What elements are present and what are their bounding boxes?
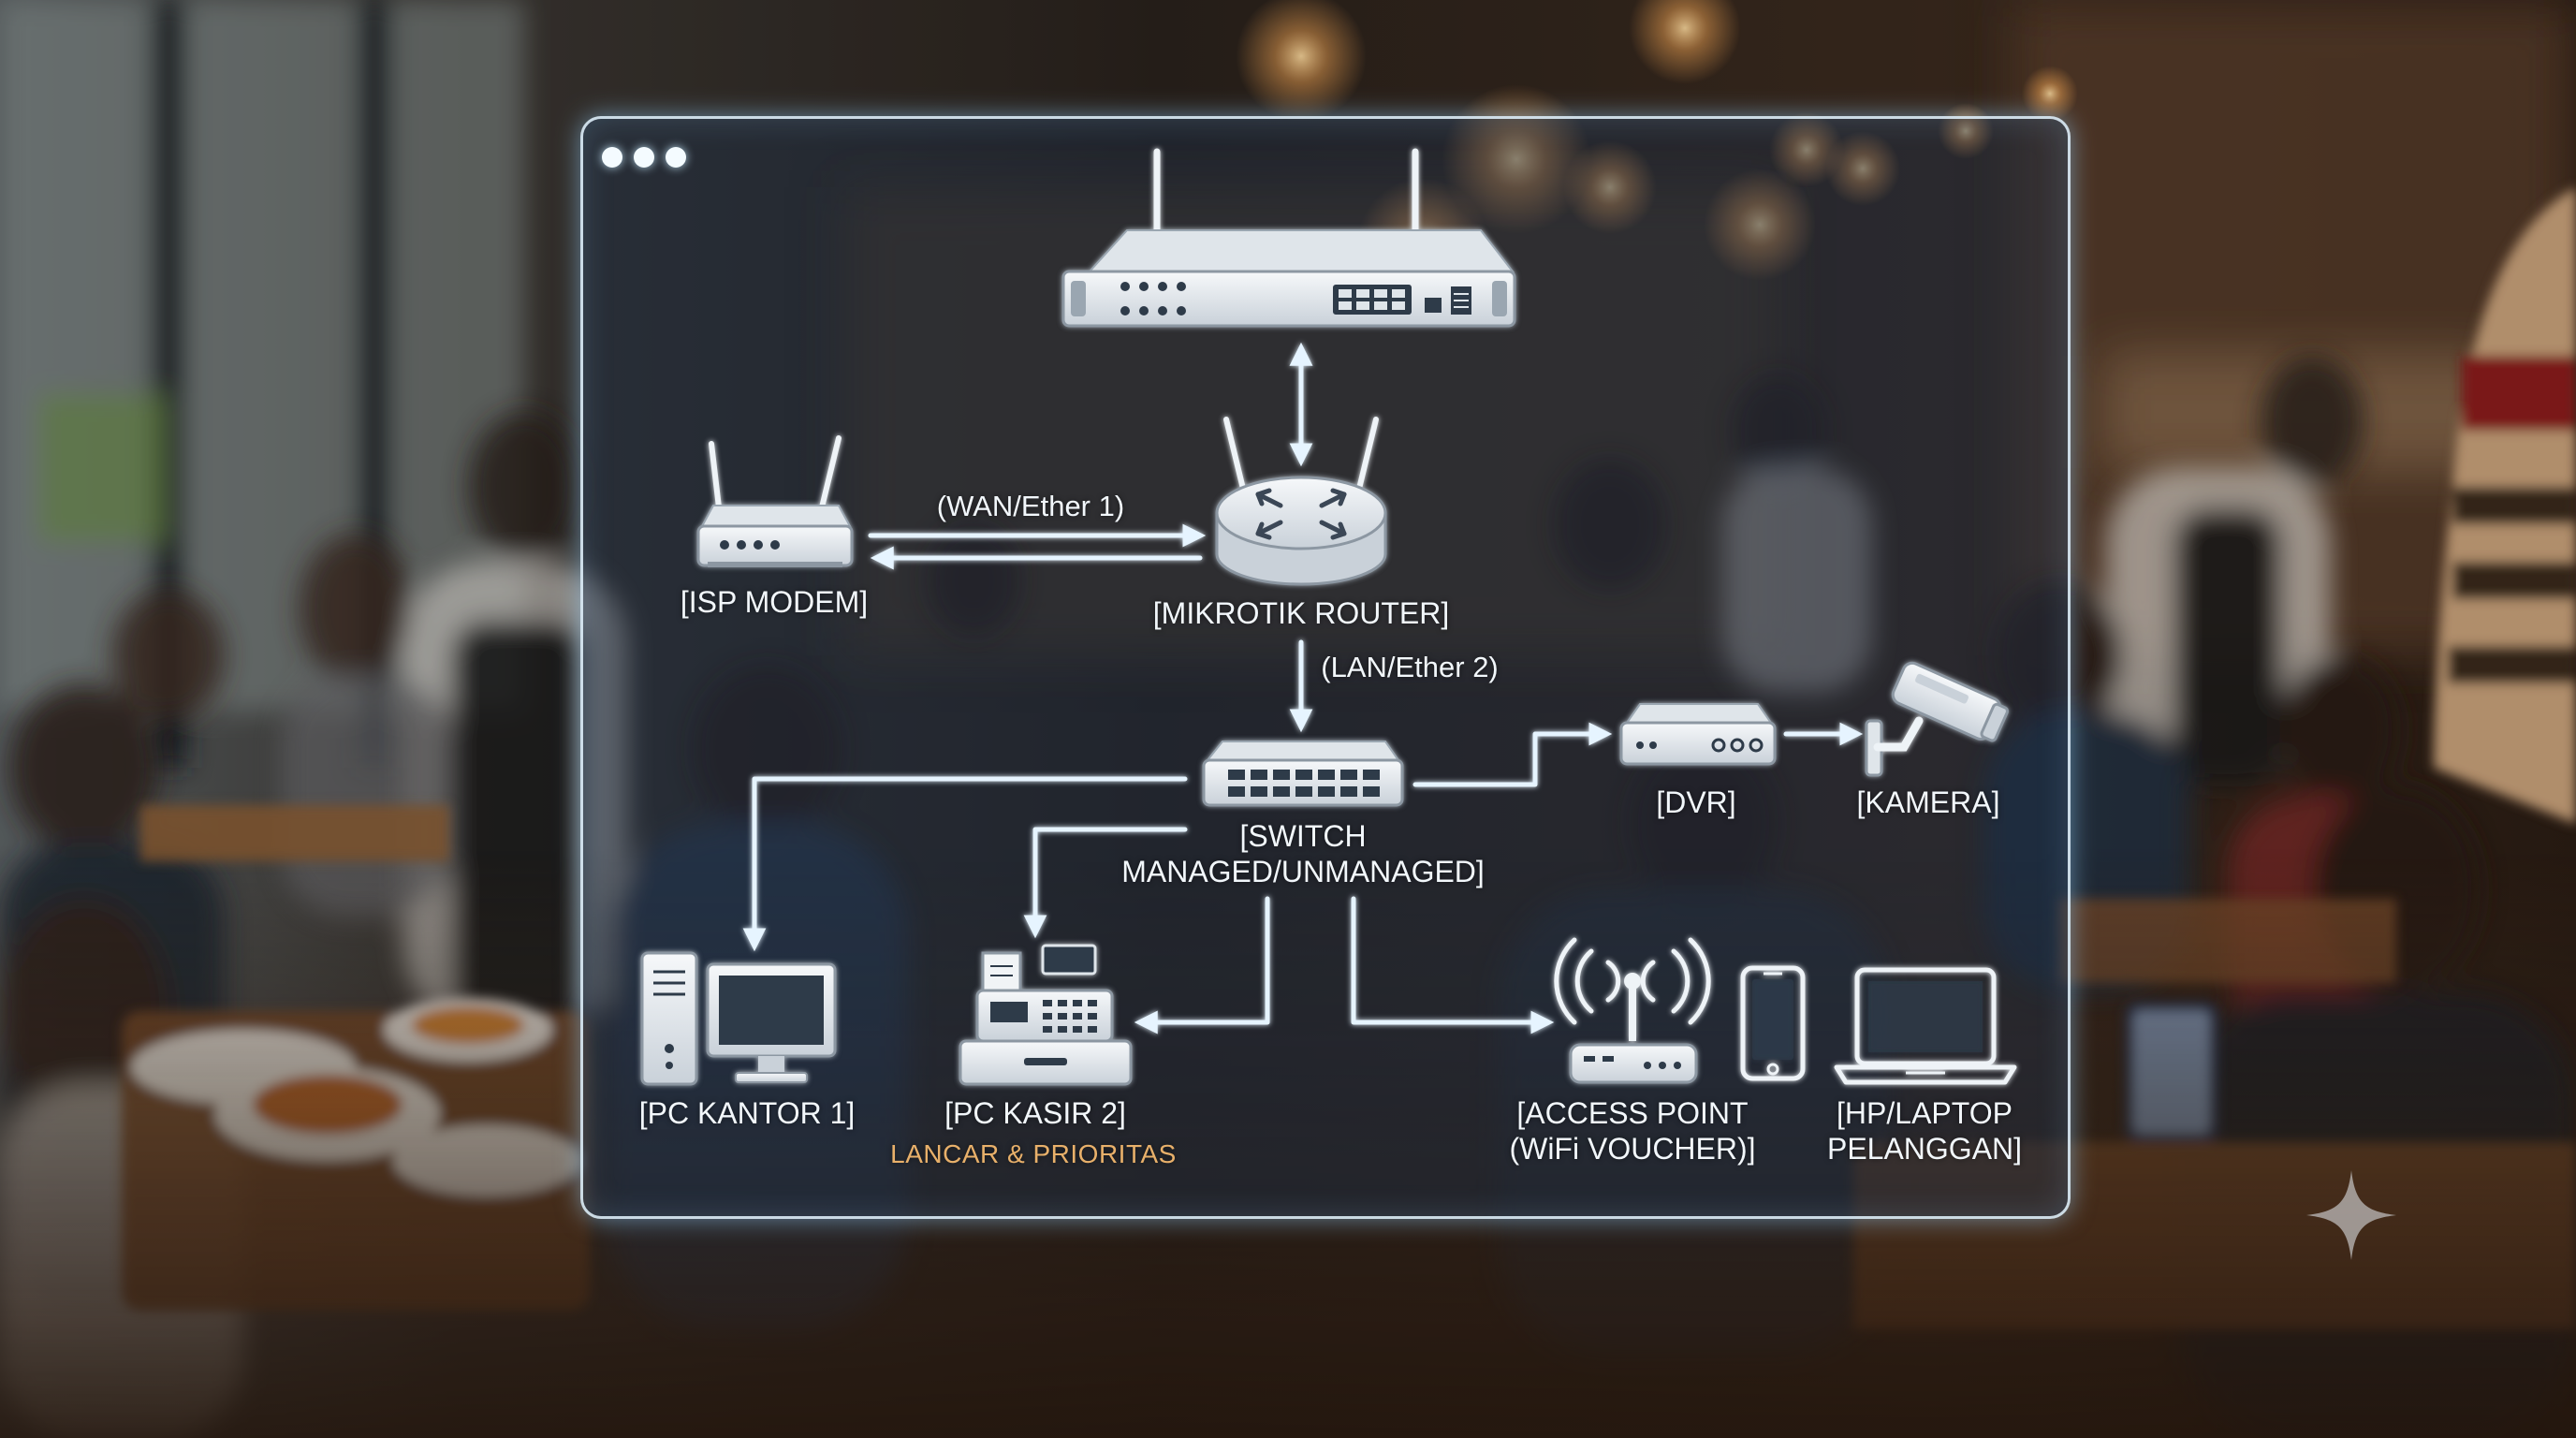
switch-icon	[1202, 741, 1404, 807]
switch-label: [SWITCH MANAGED/UNMANAGED]	[1121, 818, 1485, 889]
router-icon	[1215, 417, 1387, 586]
edge-switch-to-pos-return	[1134, 896, 1270, 1034]
pelanggan-label: [HP/LAPTOP PELANGGAN]	[1827, 1095, 2022, 1167]
edge-switch-to-dvr	[1412, 722, 1613, 787]
wifi-access-point-icon	[1554, 937, 1711, 1084]
window-control-dot	[666, 147, 686, 168]
mikrotik-router-label: [MIKROTIK ROUTER]	[1152, 596, 1450, 630]
pc-kantor-label: [PC KANTOR 1]	[638, 1096, 856, 1130]
lan-edge-label: (LAN/Ether 2)	[1321, 651, 1499, 683]
pc-kasir-label: [PC KASIR 2]	[944, 1096, 1126, 1130]
isp-modem-label: [ISP MODEM]	[680, 585, 869, 619]
window-control-dot	[634, 147, 654, 168]
pc-kasir-priority-note: LANCAR & PRIORITAS	[890, 1139, 1177, 1168]
dvr-icon	[1619, 703, 1777, 766]
desktop-pc-icon	[640, 951, 837, 1086]
access-point-label-line: [ACCESS POINT	[1516, 1096, 1749, 1130]
cash-register-icon	[959, 944, 1133, 1086]
switch-label-line: MANAGED/UNMANAGED]	[1121, 855, 1485, 888]
dvr-label: [DVR]	[1656, 785, 1736, 819]
kamera-label: [KAMERA]	[1856, 785, 2000, 819]
switch-label-line: [SWITCH	[1239, 819, 1367, 853]
rack-router-icon	[1061, 148, 1516, 328]
edge-switch-to-pc-kantor	[742, 776, 1188, 952]
modem-icon	[696, 435, 854, 567]
access-point-label: [ACCESS POINT (WiFi VOUCHER)]	[1509, 1095, 1755, 1167]
edge-switch-to-access-point	[1351, 896, 1555, 1034]
sparkle-icon	[2306, 1170, 2396, 1260]
pelanggan-label-line: [HP/LAPTOP	[1837, 1096, 2012, 1130]
edge-switch-to-pc-kasir	[1023, 827, 1188, 939]
access-point-label-line: (WiFi VOUCHER)]	[1509, 1132, 1756, 1166]
laptop-icon	[1834, 967, 2017, 1085]
smartphone-icon	[1740, 965, 1806, 1081]
cctv-camera-icon	[1865, 661, 2010, 777]
pelanggan-label-line: PELANGGAN]	[1826, 1132, 2023, 1166]
wan-edge-label: (WAN/Ether 1)	[936, 490, 1125, 522]
window-control-dot	[602, 147, 622, 168]
